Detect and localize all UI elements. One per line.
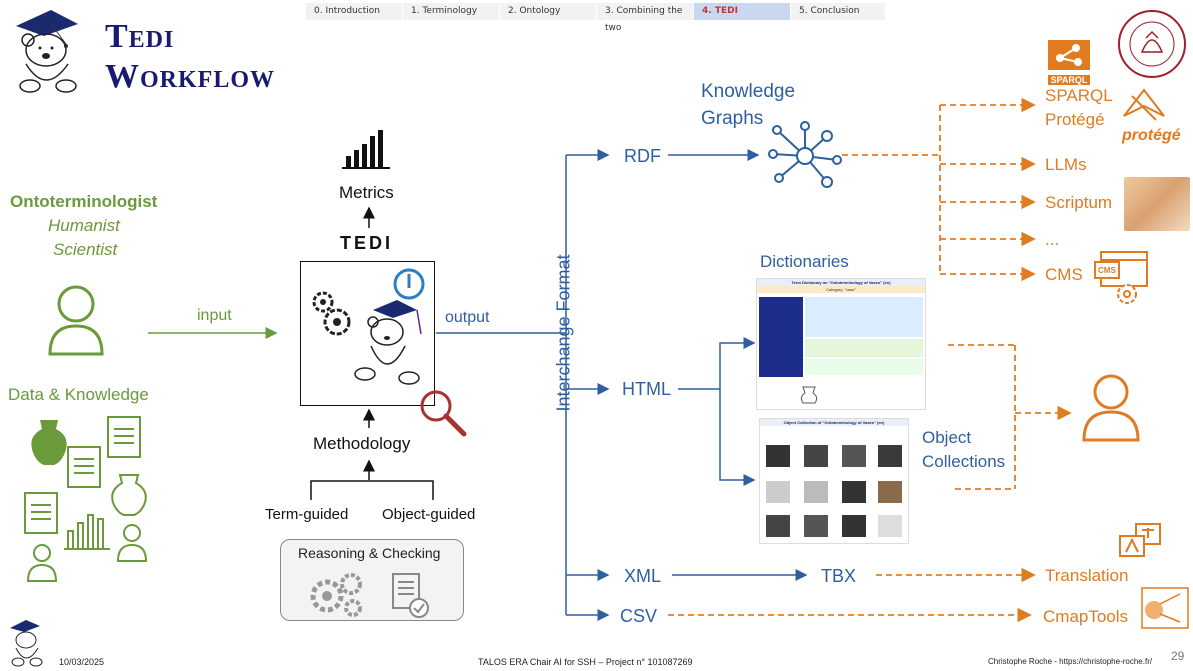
role-scientist: Scientist — [53, 240, 118, 259]
target-translation: Translation — [1045, 566, 1129, 585]
university-seal-icon — [1118, 10, 1186, 78]
dictionary-preview-category: Category: "vase" — [757, 286, 925, 293]
user-small-icon — [116, 524, 148, 562]
vase-thumb-icon — [800, 386, 818, 404]
gears-icon — [312, 291, 351, 336]
tedi-power-logo-icon — [393, 268, 425, 300]
reasoning-checking-box: Reasoning & Checking — [280, 539, 464, 621]
sparql-logo: SPARQL — [1048, 40, 1090, 85]
dictionaries-label: Dictionaries — [760, 252, 849, 271]
footer-bear-icon — [10, 620, 43, 667]
gears-grey-icon — [310, 573, 362, 617]
document-icon — [24, 492, 58, 534]
document-icon — [107, 416, 141, 458]
format-csv: CSV — [620, 606, 658, 626]
format-tbx: TBX — [821, 566, 857, 586]
methodology-label: Methodology — [313, 434, 411, 453]
target-cms: CMS — [1045, 265, 1083, 284]
role-humanist: Humanist — [48, 216, 120, 235]
reasoning-checking-label: Reasoning & Checking — [298, 545, 441, 561]
tab-combining[interactable]: 3. Combining the two — [597, 3, 693, 33]
metrics-label: Metrics — [339, 183, 394, 202]
dictionary-entry-green — [805, 339, 923, 357]
tedi-engine-illustration — [312, 268, 425, 385]
tedi-engine-box — [300, 261, 435, 406]
sparql-logo-text: SPARQL — [1048, 75, 1090, 85]
cms-icon: CMS — [1093, 250, 1149, 306]
cms-icon-text: CMS — [1098, 266, 1116, 275]
dictionary-sidebar — [759, 297, 803, 377]
dictionary-preview-header: Term Dictionary on "Ontoterminology of V… — [757, 279, 925, 286]
document-check-icon — [392, 573, 429, 618]
page-title-line2: Workflow — [105, 58, 276, 95]
footer-project: TALOS ERA Chair AI for SSH – Project n° … — [478, 657, 693, 667]
footer-date: 10/03/2025 — [59, 657, 105, 667]
html-dictionary-arrow — [719, 337, 756, 389]
magnifier-icon — [420, 390, 467, 437]
kg-label-line1: Knowledge — [701, 81, 796, 102]
page-number: 29 — [1171, 649, 1185, 663]
vase-outline-icon — [111, 474, 147, 516]
knowledge-graph-icon — [768, 121, 842, 188]
target-scriptum: Scriptum — [1045, 193, 1113, 212]
target-sparql: SPARQL — [1045, 86, 1113, 105]
object-preview-header: Object Collection of "Ontoterminology of… — [760, 419, 908, 426]
object-collections-line1: Object — [922, 428, 972, 447]
target-llms: LLMs — [1045, 155, 1087, 174]
metrics-chart-icon — [342, 130, 390, 169]
kg-label-line2: Graphs — [701, 108, 764, 129]
term-guided-label: Term-guided — [265, 506, 349, 523]
dictionary-preview: Term Dictionary on "Ontoterminology of V… — [756, 278, 926, 410]
tab-tedi[interactable]: 4. TEDI — [694, 3, 790, 20]
footer-author: Christophe Roche - https://christophe-ro… — [988, 657, 1153, 666]
target-ellipsis: ... — [1045, 230, 1060, 249]
tedi-label: TEDI — [340, 233, 394, 253]
guided-bracket — [310, 480, 434, 500]
document-icon — [67, 446, 101, 488]
html-objects-arrow — [719, 389, 756, 486]
user-icon — [48, 285, 104, 356]
tab-introduction[interactable]: 0. Introduction — [306, 3, 402, 20]
bar-chart-icon — [64, 514, 110, 550]
target-protege: Protégé — [1045, 110, 1105, 129]
bear-mascot-icon — [16, 10, 78, 93]
input-label: input — [197, 307, 232, 324]
object-collection-preview: Object Collection of "Ontoterminology of… — [759, 418, 909, 544]
dictionary-entry-green2 — [805, 359, 923, 375]
bear-graduate-icon — [354, 300, 422, 385]
end-user-icon — [1082, 374, 1140, 442]
page-title-line1: Tedi — [105, 18, 175, 55]
vase-icon — [31, 420, 67, 465]
cms-window-icon — [1094, 251, 1148, 304]
tab-conclusion[interactable]: 5. Conclusion — [791, 3, 885, 20]
translate-icon — [1119, 523, 1161, 557]
role-ontoterminologist: Ontoterminologist — [10, 192, 158, 211]
object-guided-label: Object-guided — [382, 506, 476, 523]
dictionary-entry-blue — [805, 297, 923, 337]
tab-ontology[interactable]: 2. Ontology — [500, 3, 596, 20]
format-xml: XML — [624, 566, 662, 586]
cmaptools-icon — [1141, 587, 1189, 629]
format-rdf: RDF — [624, 146, 661, 166]
university-logo — [1116, 8, 1188, 80]
protege-icon — [1123, 88, 1165, 121]
format-html: HTML — [622, 379, 671, 399]
protege-logo-text: protégé — [1122, 127, 1181, 144]
scriptum-image — [1124, 177, 1190, 231]
target-cmaptools: CmapTools — [1043, 607, 1129, 626]
data-knowledge-icons — [24, 416, 148, 582]
user-small-icon — [26, 544, 58, 582]
sparql-icon — [1048, 40, 1090, 70]
data-knowledge-label: Data & Knowledge — [8, 385, 149, 404]
output-label: output — [445, 309, 490, 326]
object-collections-line2: Collections — [922, 452, 1006, 471]
tab-terminology[interactable]: 1. Terminology — [403, 3, 499, 20]
